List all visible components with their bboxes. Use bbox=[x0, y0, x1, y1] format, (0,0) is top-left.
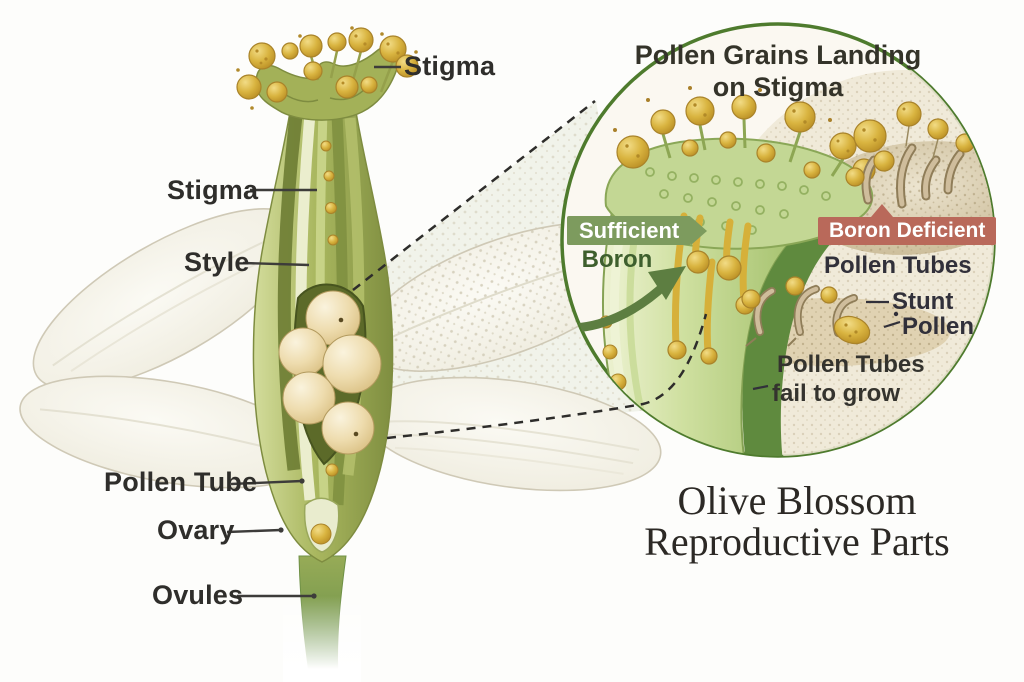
stunt-pollen-dot bbox=[893, 311, 899, 317]
stunt-label: Stunt bbox=[892, 288, 954, 315]
sufficient-boron-sub-label: Boron bbox=[581, 246, 653, 273]
boron-deficient-badge: Boron Deficient bbox=[818, 204, 997, 245]
sufficient-boron-badge: Sufficient bbox=[567, 216, 692, 245]
leader-lines bbox=[226, 65, 401, 598]
inset-pollen-grains bbox=[613, 86, 877, 182]
inset-heading-line1: Pollen Grains Landing bbox=[634, 40, 922, 70]
label-ovary: Ovary bbox=[157, 515, 235, 545]
inset-label-ticks bbox=[752, 300, 901, 391]
fail-line1: Pollen Tubes bbox=[777, 351, 925, 378]
label-stigma: Stigma bbox=[167, 175, 259, 205]
pollen-tube-dots bbox=[320, 140, 339, 477]
pistil-illustration bbox=[236, 26, 419, 682]
pollen-grain-cluster bbox=[236, 26, 419, 110]
main-title: Olive Blossom Reproductive Parts bbox=[557, 478, 1024, 564]
inset-heading-line2: on Stigma bbox=[712, 71, 844, 102]
stunt-pollen-label: Pollen bbox=[902, 313, 975, 340]
label-pollen-tube: Pollen Tube bbox=[104, 467, 258, 497]
stunted-tubes bbox=[741, 276, 871, 347]
inset-heading: Pollen Grains Landing on Stigma bbox=[613, 40, 943, 104]
pollen-tubes-heading: Pollen Tubes bbox=[824, 252, 972, 279]
ovules-group bbox=[278, 290, 382, 455]
label-stigma-top: Stigma bbox=[404, 51, 496, 81]
deficient-tubes bbox=[845, 101, 975, 209]
pollen-tubes-fail-label: Pollen Tubes fail to grow bbox=[772, 351, 925, 409]
label-style: Style bbox=[184, 247, 250, 277]
main-title-line2: Reproductive Parts bbox=[644, 518, 950, 564]
leader-end-dots bbox=[278, 478, 317, 599]
main-title-line1: Olive Blossom bbox=[677, 478, 917, 523]
petal-lower-right bbox=[362, 376, 662, 492]
dashed-cone-lines bbox=[352, 100, 708, 440]
fail-line2: fail to grow bbox=[772, 379, 900, 407]
stigma-crown bbox=[255, 45, 401, 121]
label-ovules: Ovules bbox=[152, 580, 244, 610]
